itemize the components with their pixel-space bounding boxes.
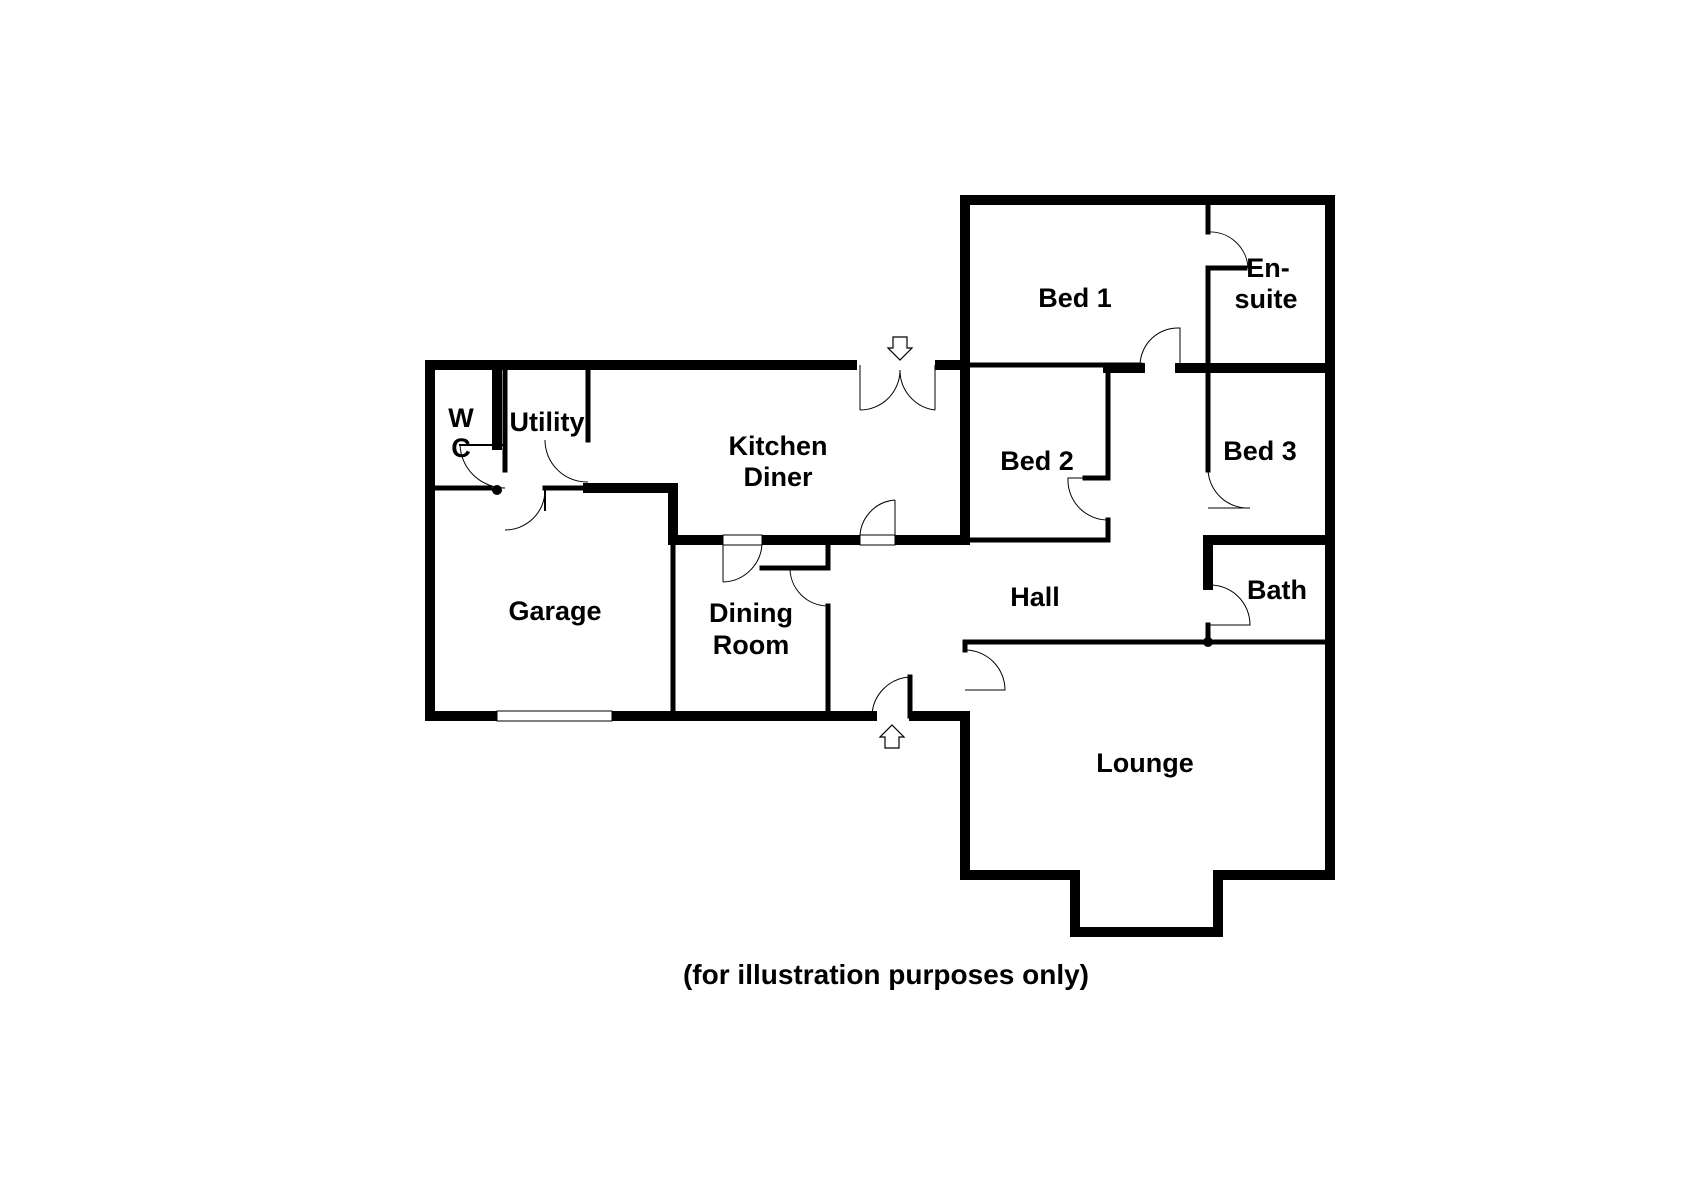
room-label-hall: Hall [1010,582,1060,612]
garage-door [496,710,613,722]
room-label-dining-2: Room [713,630,790,660]
room-label-bed2: Bed 2 [1000,446,1074,476]
entrance-arrow-icon [878,724,906,749]
window-kitchen [722,534,763,546]
room-label-bed1: Bed 1 [1038,283,1112,313]
rear-door-arrow-icon [886,336,914,361]
room-label-utility: Utility [509,407,584,437]
plan-caption: (for illustration purposes only) [683,959,1089,990]
room-label-garage: Garage [508,596,601,626]
room-label-wc-2: C [451,433,471,463]
internal-walls [427,197,1335,719]
room-label-kitchen-1: Kitchen [728,431,827,461]
room-labels: W C Utility Kitchen Diner Garage Dining … [448,253,1307,778]
outer-walls [425,195,1335,937]
room-label-wc-1: W [448,403,474,433]
room-label-kitchen-2: Diner [743,462,813,492]
room-label-ensuite-2: suite [1234,284,1297,314]
room-label-dining-1: Dining [709,598,793,628]
room-label-lounge: Lounge [1096,748,1193,778]
window-hall [859,534,896,546]
room-label-bath: Bath [1247,575,1307,605]
room-label-ensuite-1: En- [1246,253,1290,283]
doors [459,231,1251,717]
room-label-bed3: Bed 3 [1223,436,1297,466]
